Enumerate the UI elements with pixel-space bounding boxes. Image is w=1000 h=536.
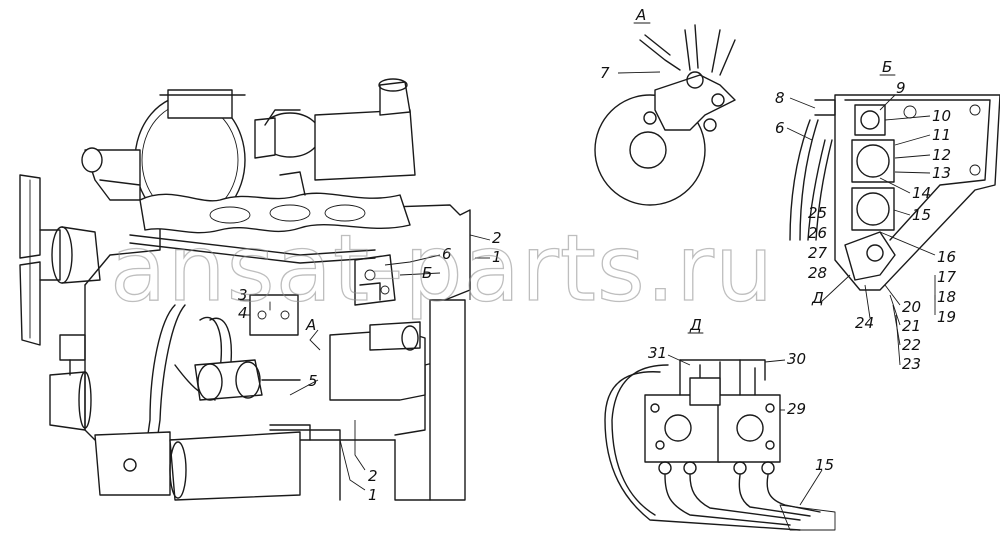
callout-view-D: Д (811, 289, 824, 307)
view-A-label: А (635, 6, 646, 24)
callout-2-top: 2 (492, 229, 502, 247)
callout-9: 9 (896, 79, 906, 97)
callout-10: 10 (932, 107, 951, 125)
callout-3: 3 (238, 286, 248, 304)
callout-12: 12 (932, 146, 951, 164)
main-callouts: 3 4 5 А 6 Б 2 1 2 1 (238, 229, 502, 504)
callout-6: 6 (442, 245, 452, 263)
callout-19: 19 (937, 308, 956, 326)
callout-30: 30 (787, 350, 806, 368)
callout-20: 20 (902, 298, 921, 316)
callout-4: 4 (238, 304, 248, 322)
callout-31: 31 (648, 344, 667, 362)
callout-11: 11 (932, 126, 951, 144)
callout-18: 18 (937, 288, 956, 306)
callout-7: 7 (600, 64, 610, 82)
callout-1-bottom: 1 (368, 486, 378, 504)
main-leaders (240, 234, 491, 491)
callout-17: 17 (937, 268, 957, 286)
callout-6-b: 6 (775, 119, 785, 137)
callout-8: 8 (775, 89, 785, 107)
flame-heater (194, 359, 301, 401)
callout-1-top: 1 (492, 248, 502, 266)
callout-25: 25 (808, 204, 827, 222)
callout-28: 28 (808, 264, 827, 282)
relay-box (249, 294, 299, 336)
callout-2-bottom: 2 (368, 467, 378, 485)
view-A: А 7 (594, 6, 736, 206)
starter-motor (329, 321, 426, 401)
callout-15-b: 15 (912, 206, 931, 224)
oil-sump (94, 424, 341, 501)
fan-blades (19, 174, 101, 346)
callout-view-A: А (305, 316, 316, 334)
callout-13: 13 (932, 164, 951, 182)
view-D: Д (604, 316, 836, 531)
callout-23: 23 (902, 355, 921, 373)
view-B: Б (786, 58, 1000, 366)
callout-27: 27 (808, 244, 828, 262)
watermark-text: ansat-parts.ru (110, 215, 774, 322)
callout-29: 29 (787, 400, 806, 418)
callout-21: 21 (902, 317, 921, 335)
view-B-label: Б (882, 58, 892, 76)
exhaust-manifold (139, 171, 411, 234)
callout-16: 16 (937, 248, 956, 266)
callout-14: 14 (912, 184, 931, 202)
view-B-callouts: 8 6 9 10 11 12 13 14 15 16 17 18 19 20 2… (775, 79, 957, 373)
callout-15-d: 15 (815, 456, 834, 474)
callout-24: 24 (855, 314, 874, 332)
callout-5: 5 (308, 372, 318, 390)
air-filter (81, 89, 246, 226)
callout-view-B: Б (422, 264, 432, 282)
view-D-callouts: 31 30 29 15 (648, 344, 834, 474)
turbocharger (254, 78, 416, 181)
view-D-label: Д (689, 316, 702, 334)
callout-26: 26 (808, 224, 827, 242)
engine-side-view (19, 78, 471, 501)
callout-22: 22 (902, 336, 921, 354)
